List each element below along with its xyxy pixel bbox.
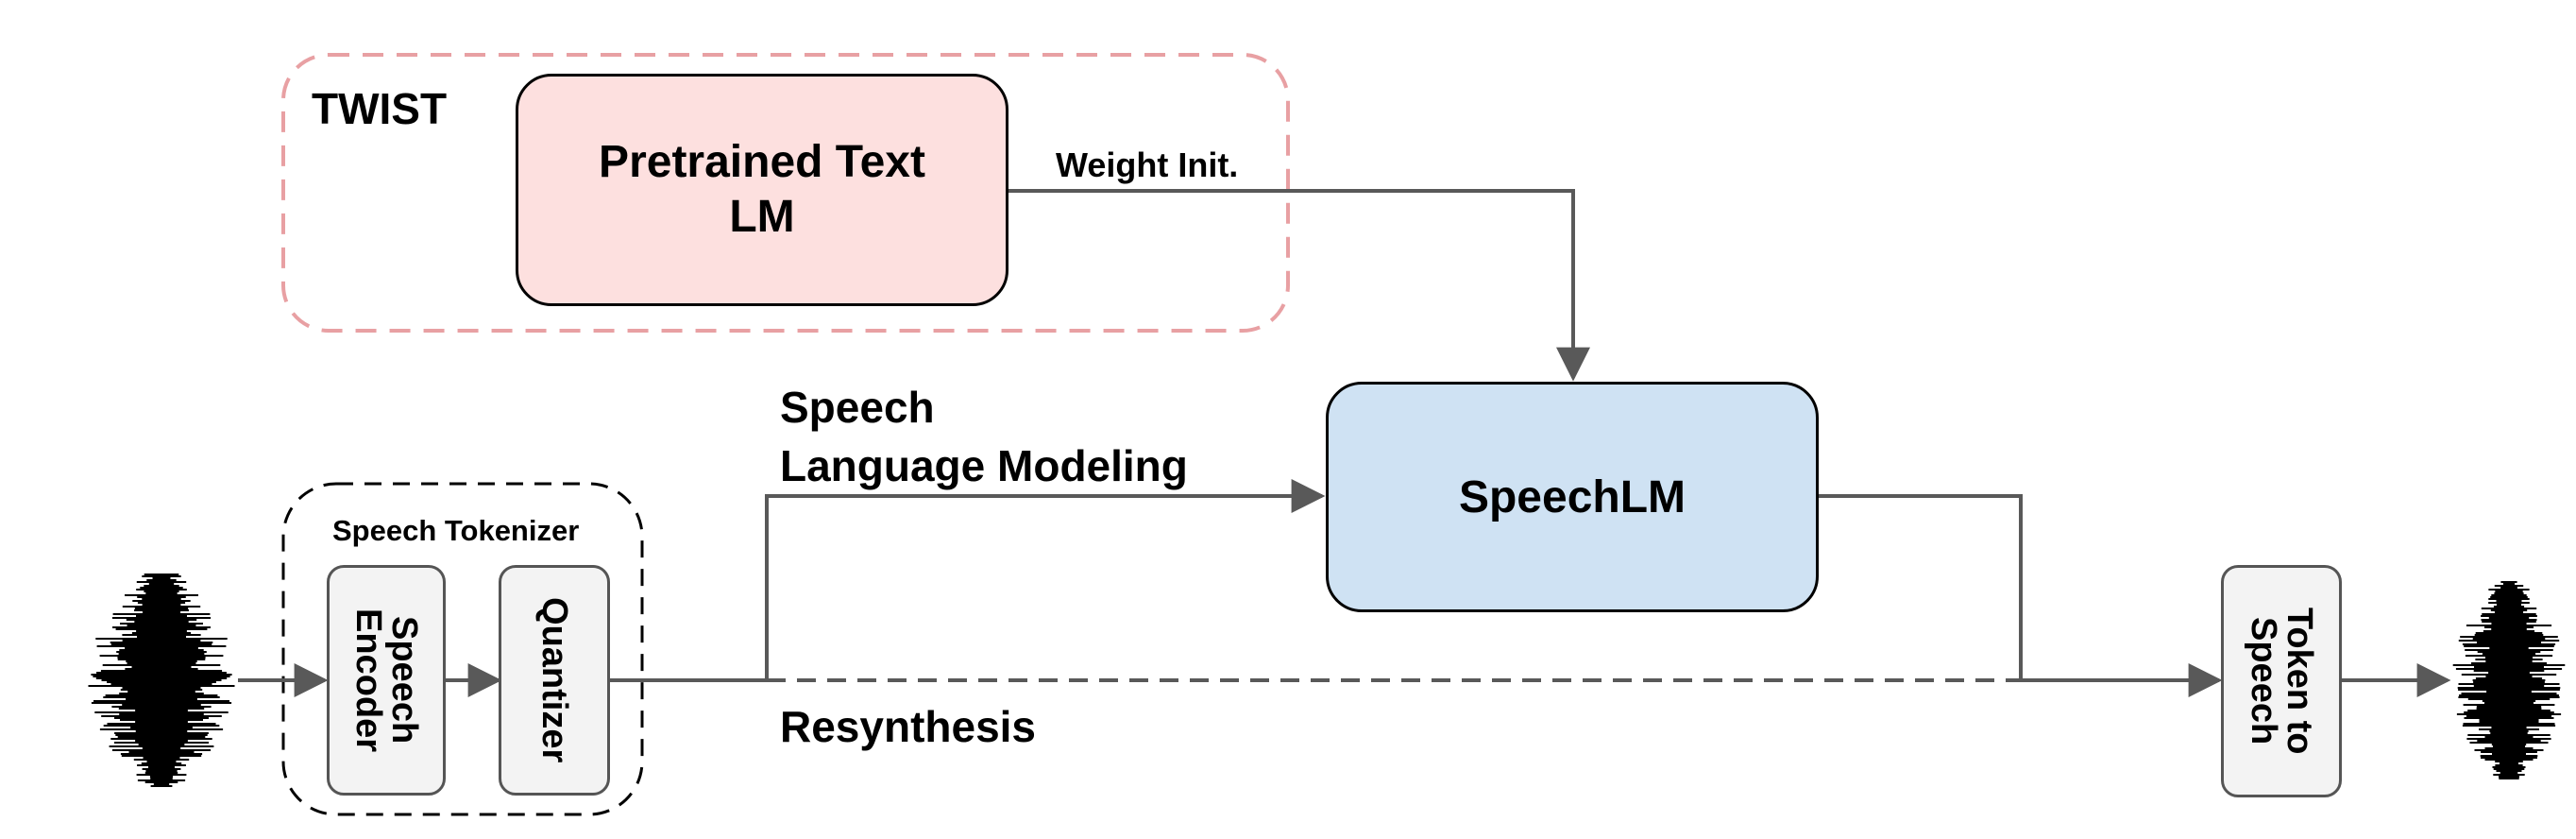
twist-group-border (281, 53, 1290, 333)
waveform-shape (88, 574, 235, 787)
waveform-shape (2452, 581, 2566, 779)
weight-init-arrow (1008, 189, 1590, 382)
pretrained-text-lm-line2: LM (729, 192, 795, 242)
quantizer-box: Quantizer (499, 565, 610, 796)
speechlm-box: SpeechLM (1326, 382, 1819, 612)
speechlm-label: SpeechLM (1458, 471, 1686, 522)
output-waveform-icon (2452, 581, 2566, 779)
speech-lm-arrow (610, 479, 1326, 682)
speech-encoder-text: Speech Encoder (348, 608, 424, 753)
speech-lm-path-label: Speech Language Modeling (780, 378, 1188, 495)
speech-lm-path-line2: Language Modeling (780, 441, 1188, 490)
weight-init-label: Weight Init. (1056, 146, 1239, 184)
speech-encoder-line1: Speech (384, 616, 424, 745)
speechlm-to-decoder-arrow (1817, 494, 2223, 697)
twist-label: TWIST (312, 84, 448, 133)
resynthesis-label: Resynthesis (780, 702, 1037, 751)
token-to-speech-line1: Token to (2279, 608, 2319, 755)
tokenizer-group-border (281, 482, 644, 816)
speech-encoder-box: Speech Encoder (327, 565, 446, 796)
quantizer-text: Quantizer (534, 597, 574, 763)
pretrained-text-lm-line1: Pretrained Text (599, 137, 925, 187)
speech-lm-path-line1: Speech (780, 383, 935, 432)
speech-encoder-line2: Encoder (348, 608, 388, 753)
pretrained-text-lm-box: Pretrained Text LM (516, 74, 1008, 306)
token-to-speech-line2: Speech (2244, 617, 2283, 745)
speech-tokenizer-label: Speech Tokenizer (332, 514, 580, 547)
token-to-speech-text: Token to Speech (2244, 608, 2319, 755)
token-to-speech-box: Token to Speech (2221, 565, 2342, 797)
input-waveform-icon (88, 574, 235, 787)
